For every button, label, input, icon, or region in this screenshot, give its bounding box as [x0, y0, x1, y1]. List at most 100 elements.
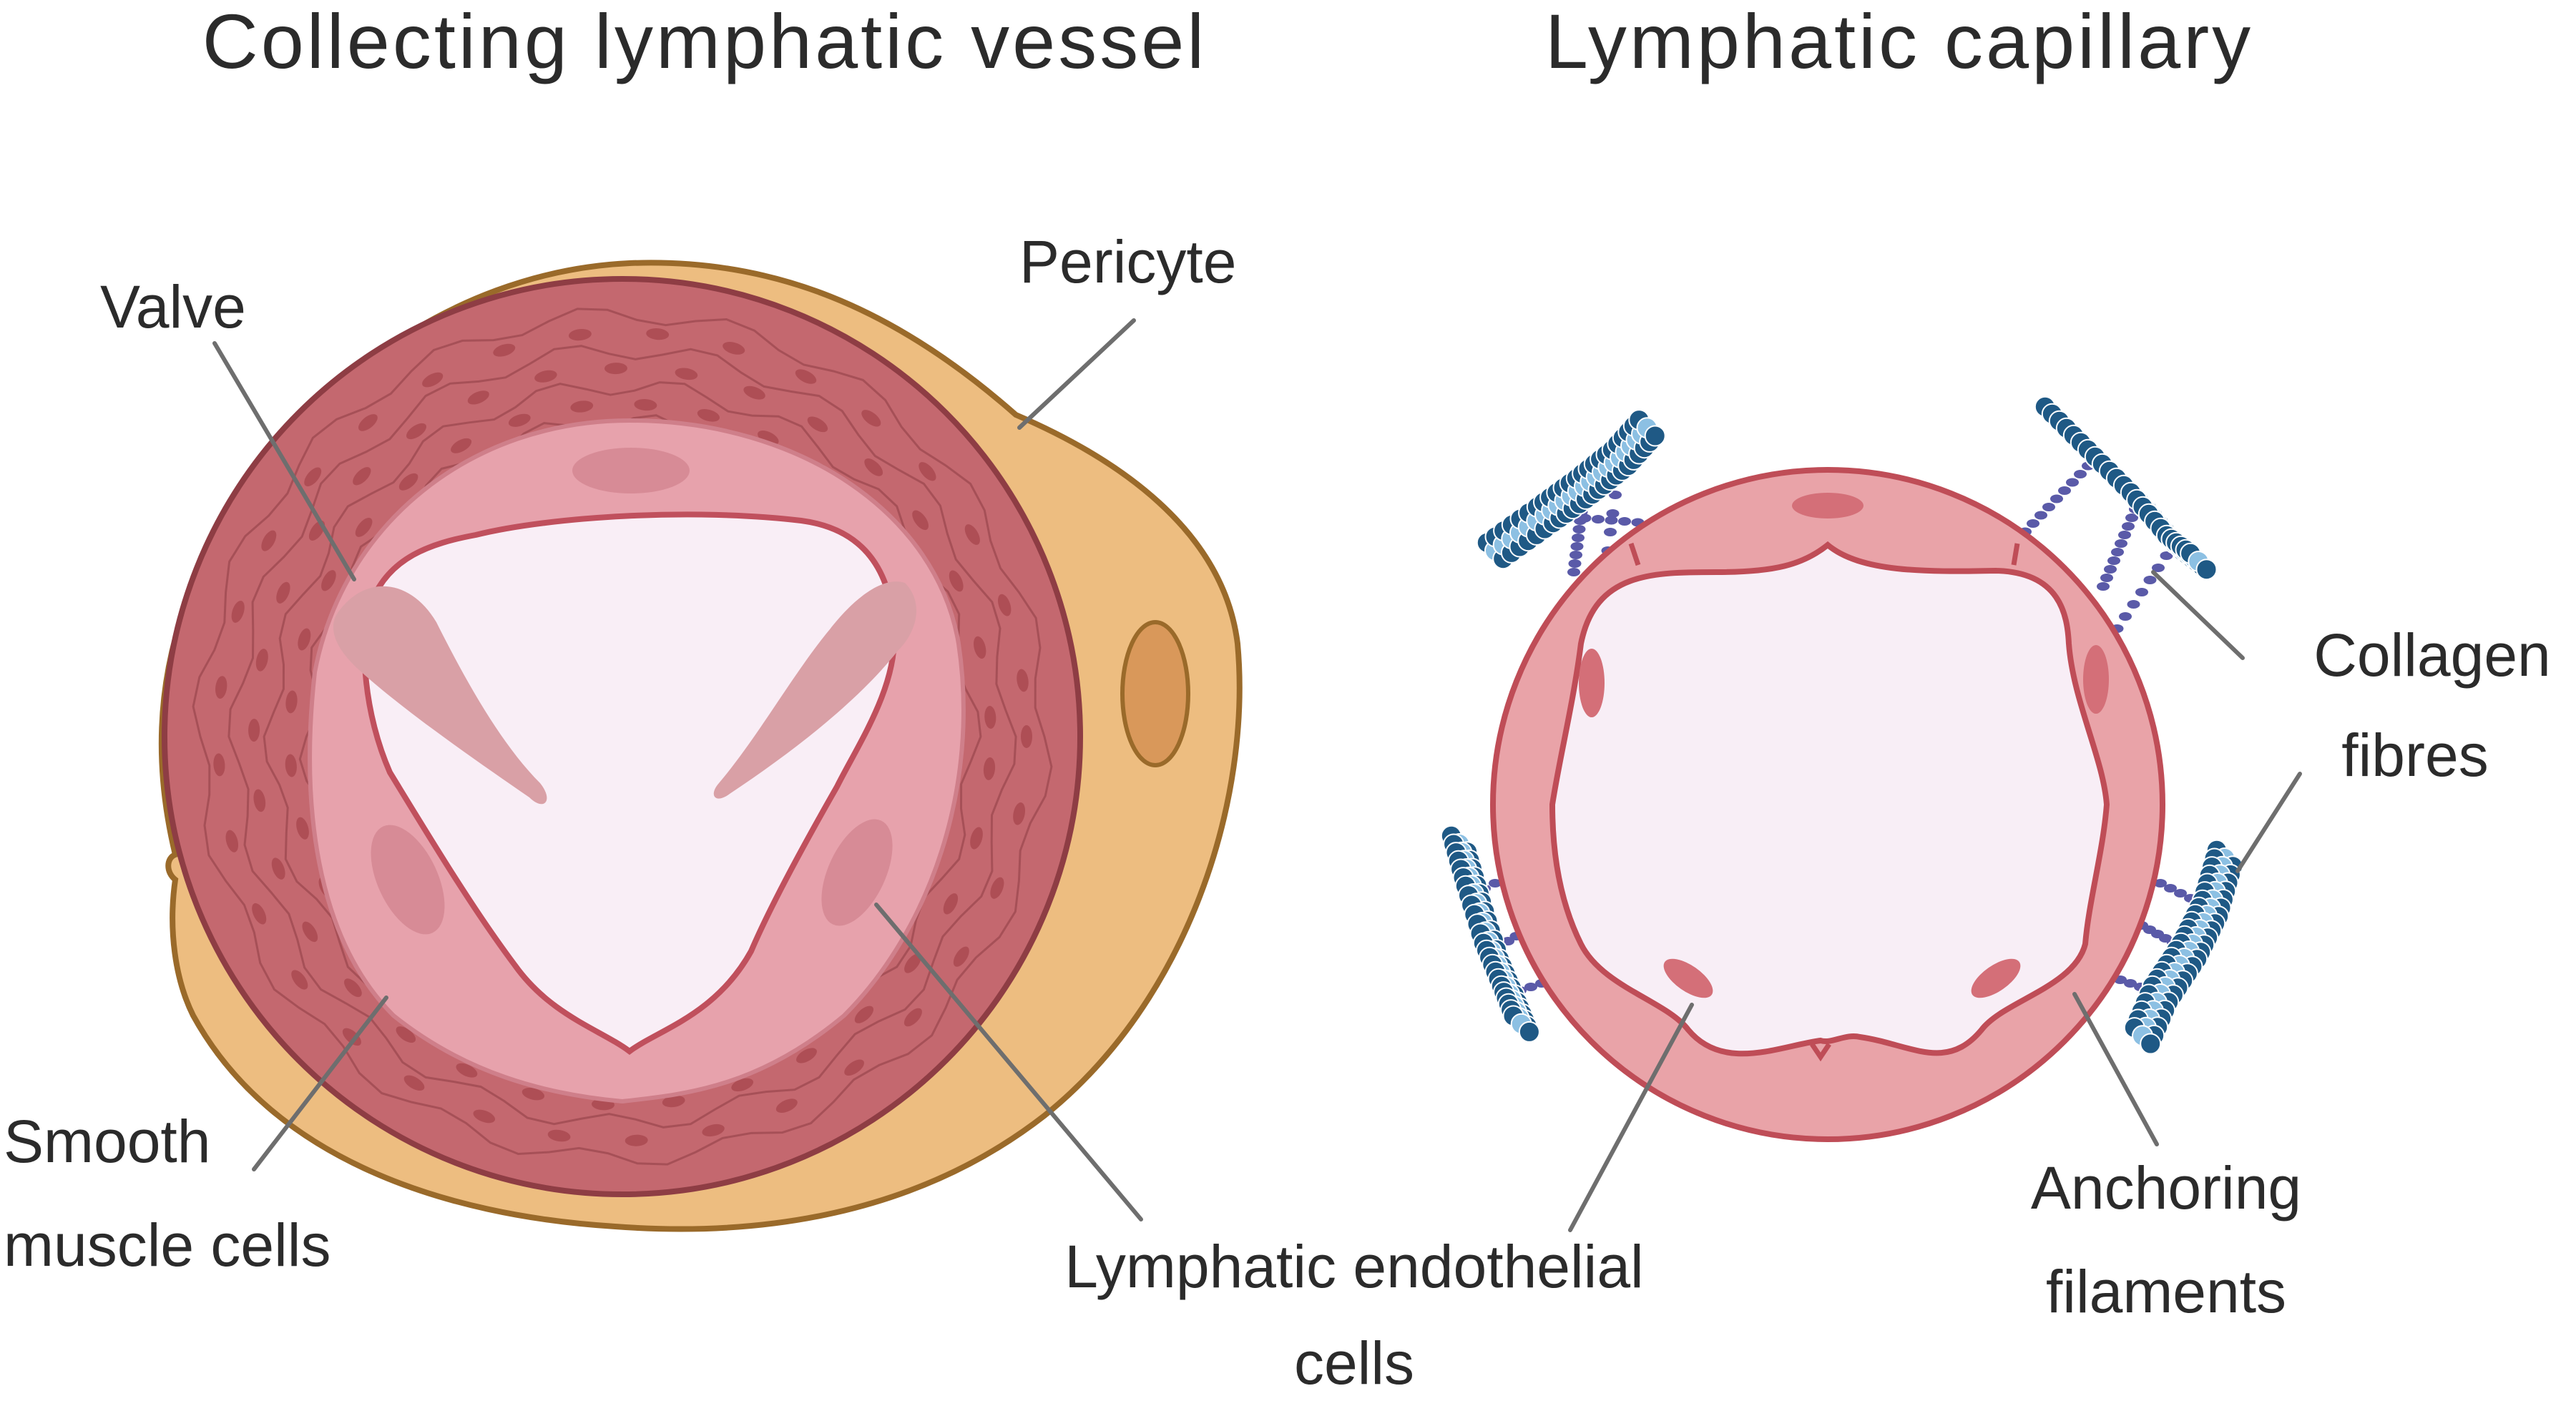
- label-valve: Valve: [100, 273, 246, 340]
- smooth-muscle-nucleus: [213, 753, 225, 777]
- smooth-muscle-nucleus: [807, 416, 828, 433]
- smooth-muscle-nucleus: [964, 524, 980, 545]
- lymphatic-endothelial-leader-line-left: [874, 903, 1143, 1221]
- smooth-muscle-nucleus: [702, 1124, 725, 1137]
- smooth-muscle-nucleus: [344, 978, 362, 998]
- smooth-muscle-nucleus: [990, 877, 1004, 899]
- anchoring-filament-bead: [2124, 979, 2137, 988]
- anchoring-filament-bead: [2074, 470, 2087, 478]
- smooth-muscle-nucleus: [625, 1134, 648, 1146]
- label-lymphatic-endothelial-line2: cells: [1294, 1329, 1414, 1397]
- smooth-muscle-nucleus: [1017, 669, 1029, 692]
- smooth-muscle-nucleus: [864, 458, 883, 476]
- cell-junction: [1810, 1043, 1831, 1062]
- anchoring-filament-bead: [2135, 588, 2148, 596]
- anchoring-filament-bead: [1572, 525, 1586, 534]
- label-anchoring-line1: Anchoring: [2031, 1154, 2301, 1221]
- anchoring-filament-bead: [2122, 522, 2135, 531]
- smooth-muscle-nucleus: [231, 600, 245, 623]
- smooth-muscle-nucleus: [844, 1059, 864, 1076]
- anchoring-filament-bead: [2143, 576, 2157, 584]
- smooth-muscle-cell-line: [227, 345, 1017, 1129]
- smooth-muscle-nucleus: [248, 719, 260, 742]
- smooth-muscle-nucleus: [252, 903, 267, 925]
- smooth-muscle-nucleus: [854, 1006, 874, 1023]
- smooth-muscle-nucleus: [743, 385, 765, 400]
- smooth-muscle-nucleus: [298, 628, 311, 651]
- anchoring-filament-bead: [2119, 612, 2132, 621]
- endothelial-nucleus: [572, 448, 690, 493]
- anchoring-filament-bead: [1605, 516, 1618, 525]
- smooth-muscle-nucleus: [675, 368, 698, 380]
- smooth-muscle-nucleus: [304, 467, 322, 487]
- collagen-fibre-bead: [1518, 1021, 1540, 1043]
- label-anchoring-line2: filaments: [2046, 1258, 2286, 1325]
- anchoring-filament-bead: [2100, 574, 2113, 582]
- valve-leaflet-right: [713, 581, 917, 799]
- pericyte-leader-line: [1017, 318, 1136, 430]
- smooth-muscle-nucleus: [547, 1129, 571, 1142]
- smooth-muscle-nucleus: [406, 423, 426, 440]
- smooth-muscle-nucleus: [358, 414, 378, 431]
- anchoring-filament-bead: [1570, 542, 1584, 551]
- smooth-muscle-nucleus: [949, 570, 964, 592]
- collagen-leader-line-top: [2151, 570, 2245, 660]
- collagen-fibre-bead: [2140, 1033, 2162, 1055]
- smooth-muscle-nucleus: [1013, 802, 1026, 825]
- anchoring-filament-bead: [2118, 531, 2131, 539]
- smooth-muscle-nucleus: [261, 530, 277, 551]
- collagen-fibres: [1440, 395, 2244, 1055]
- anchoring-filament-bead: [2111, 548, 2124, 556]
- anchoring-filament-bead: [1567, 568, 1580, 576]
- smooth-muscle-nucleus: [253, 789, 266, 812]
- anchoring-filament-bead: [2034, 511, 2047, 520]
- anchoring-filament-bead: [1572, 534, 1585, 542]
- smooth-muscle-nucleus: [904, 953, 921, 973]
- smooth-muscle-nucleus: [757, 431, 779, 446]
- smooth-muscle-nucleus: [321, 570, 336, 591]
- anchoring-filament-bead: [2097, 582, 2110, 591]
- smooth-muscle-nucleus: [1021, 725, 1032, 748]
- smooth-muscle-nucleus: [697, 409, 720, 422]
- smooth-muscle-nucleus: [984, 706, 996, 729]
- anchoring-filament-bead: [2154, 879, 2167, 888]
- valve-leader-line: [212, 341, 356, 581]
- vessel-lumen: [361, 511, 898, 1055]
- smooth-muscle-nucleus: [255, 649, 268, 672]
- smooth-muscle-nucleus: [861, 410, 881, 427]
- anchoring-filament-bead: [2164, 884, 2177, 893]
- smooth-muscle-nucleus: [731, 1078, 754, 1092]
- smooth-muscle-nucleus: [353, 467, 371, 486]
- smooth-muscle-nucleus: [646, 328, 670, 340]
- cell-junction: [2011, 543, 2020, 566]
- smooth-muscle-nucleus: [974, 636, 986, 659]
- collecting-lymphatic-vessel: [158, 260, 1243, 1232]
- smooth-muscle-nucleus: [271, 857, 285, 880]
- smooth-muscle-nucleus: [276, 581, 290, 604]
- label-pericyte: Pericyte: [1019, 228, 1236, 295]
- anchoring-filament-bead: [2174, 889, 2187, 898]
- lymphatic-endothelial-leader-line-right: [1568, 1003, 1694, 1232]
- endothelial-nucleus: [821, 819, 893, 926]
- anchoring-filament-bead: [2027, 519, 2039, 528]
- smooth-muscle-nucleus: [662, 1095, 685, 1108]
- smooth-muscle-nucleus: [634, 399, 657, 411]
- anchoring-filament-bead: [1609, 491, 1622, 499]
- smooth-muscle-nucleus: [467, 390, 489, 405]
- smooth-muscle-nucleus: [903, 1008, 922, 1027]
- smooth-muscle-nucleus: [970, 827, 983, 850]
- endothelial-nucleus: [371, 825, 445, 935]
- smooth-muscle-nucleus: [302, 921, 318, 943]
- endothelial-nucleus: [1792, 493, 1864, 518]
- smooth-muscle-nucleus: [473, 1109, 496, 1124]
- endothelial-nucleus: [1579, 649, 1605, 717]
- smooth-muscle-nucleus: [355, 517, 373, 537]
- smooth-muscle-nucleus: [795, 369, 817, 384]
- smooth-muscle-nucleus: [456, 1063, 478, 1078]
- endothelial-nucleus: [1971, 958, 2021, 998]
- label-collagen-line2: fibres: [2341, 722, 2488, 789]
- anchoring-filament-bead: [1489, 879, 1502, 888]
- smooth-muscle-nucleus: [291, 970, 308, 990]
